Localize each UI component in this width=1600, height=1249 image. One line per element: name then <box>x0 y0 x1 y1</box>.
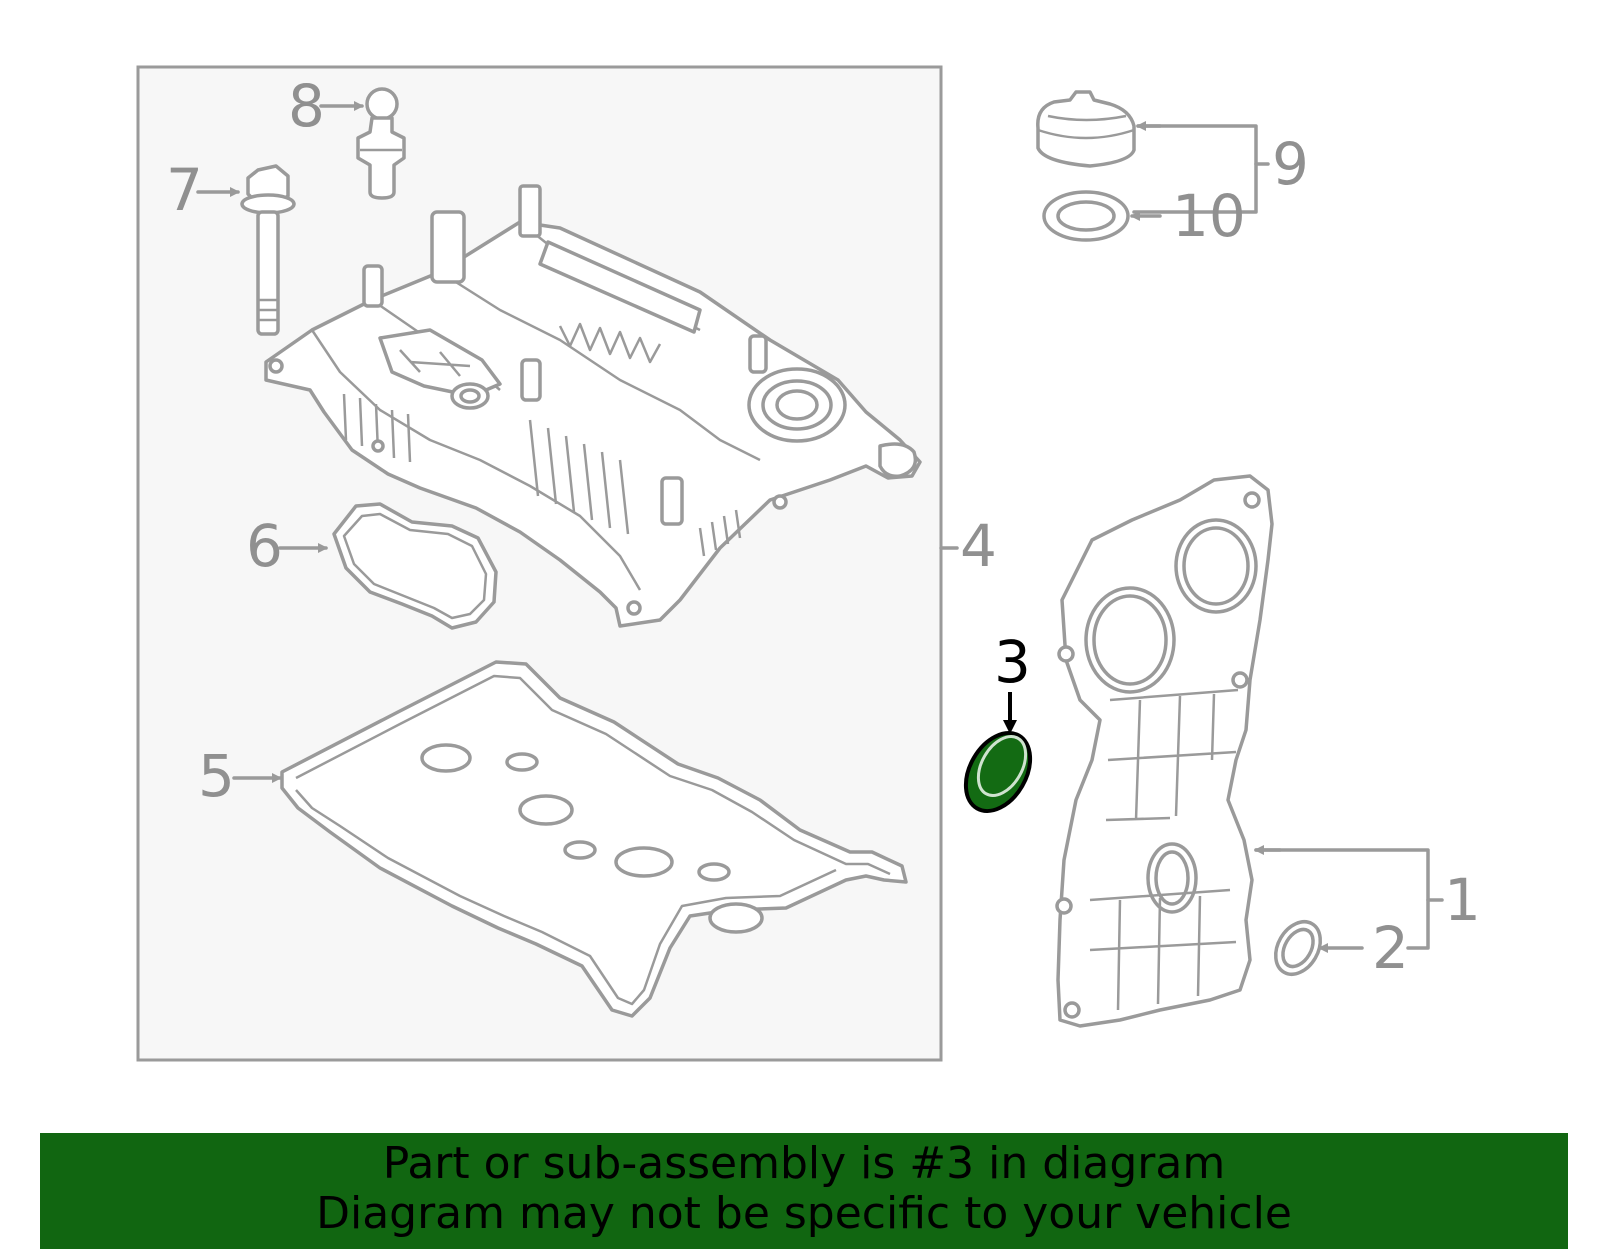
leader-line-9-10 <box>1132 124 1258 214</box>
part-1-timing-cover <box>1055 474 1274 1028</box>
banner-line-1: Part or sub-assembly is #3 in diagram <box>382 1138 1226 1189</box>
callout-3: 3 <box>994 628 1031 696</box>
part-5-cover-gasket <box>280 660 908 1018</box>
part-8-valve <box>356 87 406 200</box>
part-4-valve-cover <box>264 184 922 628</box>
callout-6: 6 <box>246 512 283 580</box>
info-banner: Part or sub-assembly is #3 in diagram Di… <box>40 1133 1568 1249</box>
part-7-bolt <box>240 164 296 336</box>
callout-1: 1 <box>1444 866 1481 934</box>
callout-10: 10 <box>1172 182 1246 250</box>
callout-9: 9 <box>1272 130 1309 198</box>
callout-4: 4 <box>960 512 997 580</box>
callout-2: 2 <box>1372 914 1409 982</box>
callout-8: 8 <box>288 72 325 140</box>
banner-line-2: Diagram may not be specific to your vehi… <box>316 1188 1292 1239</box>
callout-5: 5 <box>198 742 235 810</box>
part-2-crank-seal <box>1273 920 1323 976</box>
part-3-seal-highlighted <box>963 731 1033 813</box>
part-6-gasket <box>332 502 498 630</box>
part-10-cap-seal <box>1042 190 1130 242</box>
part-9-oil-cap <box>1036 90 1136 168</box>
callout-7: 7 <box>166 156 203 224</box>
